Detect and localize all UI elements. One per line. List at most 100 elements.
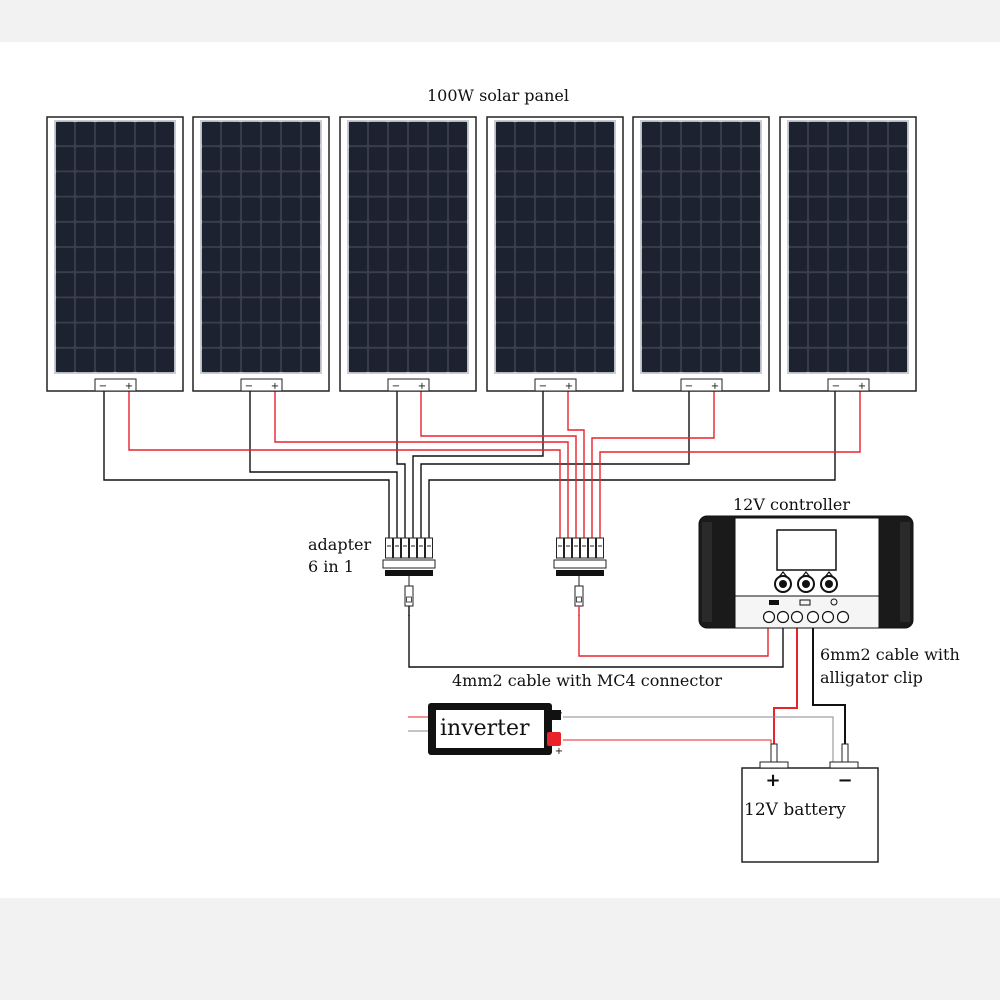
- controller-terminal-6: [836, 610, 850, 624]
- panel-cell: [661, 247, 681, 272]
- junction-box: [240, 378, 283, 392]
- panel-cell: [495, 172, 515, 196]
- panel-cell: [241, 147, 261, 171]
- panel-cell: [368, 172, 388, 196]
- panels-title: 100W solar panel: [427, 86, 569, 105]
- controller-fin-right: [900, 522, 910, 622]
- panel-cell: [888, 273, 908, 297]
- panel-cell: [368, 121, 388, 146]
- panel-cell: [535, 121, 555, 146]
- panel-cell: [281, 247, 301, 272]
- battery-negative-cable: [812, 627, 846, 745]
- panel-cell: [595, 348, 615, 373]
- panel-cell: [201, 121, 221, 146]
- panel-cell: [681, 348, 701, 373]
- inverter: [428, 703, 561, 755]
- controller-title: 12V controller: [733, 495, 850, 514]
- panel-cell: [201, 273, 221, 297]
- panel-cell: [281, 273, 301, 297]
- panel-cell: [301, 273, 321, 297]
- panel-cell: [681, 273, 701, 297]
- panel-cell: [55, 247, 75, 272]
- panel-cell: [155, 273, 175, 297]
- panel-cell: [828, 323, 848, 347]
- panel-cell: [261, 298, 281, 322]
- panel-cell: [115, 121, 135, 146]
- panel-cell: [661, 298, 681, 322]
- adapter-plug-1: [556, 537, 564, 559]
- panel-cell: [55, 298, 75, 322]
- panel-cell: [495, 348, 515, 373]
- panel-cell: [641, 323, 661, 347]
- panel-cell: [135, 222, 155, 247]
- panel-cell: [808, 172, 828, 196]
- adapter-plug-4: [580, 537, 588, 559]
- panel-cell: [721, 273, 741, 297]
- panel-glass: [494, 120, 616, 374]
- panel-cell: [888, 348, 908, 373]
- panel-cell: [221, 247, 241, 272]
- panel-glass: [347, 120, 469, 374]
- adapter-plug-3: [572, 537, 580, 559]
- panel-cell: [221, 348, 241, 373]
- panel-cell: [495, 147, 515, 171]
- panel-cell: [201, 348, 221, 373]
- panel-cell: [741, 298, 761, 322]
- junction-box: [827, 378, 870, 392]
- negative-wire-4: [412, 391, 544, 538]
- panel-cell: [428, 348, 448, 373]
- panel-cell: [721, 172, 741, 196]
- panel-cell: [828, 247, 848, 272]
- panel-cell: [555, 273, 575, 297]
- panel-cell: [888, 147, 908, 171]
- panel-cell: [661, 172, 681, 196]
- panel-cell: [661, 197, 681, 221]
- panel-cell: [495, 323, 515, 347]
- panel-icon: [769, 600, 779, 605]
- panel-cell: [848, 121, 868, 146]
- adapter-body: [553, 559, 607, 569]
- panel-cell: [721, 222, 741, 247]
- battery-neg-sign: −: [837, 770, 852, 791]
- battery-negative-post: [829, 761, 859, 769]
- controller-terminal-3: [790, 610, 804, 624]
- panel-cell: [848, 172, 868, 196]
- panel-cell: [741, 323, 761, 347]
- panel-cell: [115, 323, 135, 347]
- panel-cell: [448, 172, 468, 196]
- panel-cell: [721, 298, 741, 322]
- adapter-mc4-detail: [576, 596, 582, 603]
- panel-cell: [221, 323, 241, 347]
- panel-cell: [681, 121, 701, 146]
- panel-cells: [201, 121, 321, 373]
- panel-cell: [388, 147, 408, 171]
- junction-neg-sign: −: [685, 381, 693, 392]
- adapter-plug-6: [425, 537, 433, 559]
- panel-cell: [661, 121, 681, 146]
- panel-cell: [408, 222, 428, 247]
- panel-cell: [808, 147, 828, 171]
- junction-box: [94, 378, 137, 392]
- panel-cell: [808, 121, 828, 146]
- panel-cell: [428, 298, 448, 322]
- panel-cell: [515, 298, 535, 322]
- panel-cell: [428, 247, 448, 272]
- panel-cell: [701, 323, 721, 347]
- panel-cell: [201, 298, 221, 322]
- panel-cell: [661, 147, 681, 171]
- panel-cell: [388, 172, 408, 196]
- controller-indicator-core: [779, 580, 787, 588]
- panel-glass: [200, 120, 322, 374]
- panel-cell: [281, 197, 301, 221]
- panel-cell: [201, 172, 221, 196]
- panel-cell: [155, 147, 175, 171]
- panel-cell: [348, 197, 368, 221]
- panel-cell: [721, 147, 741, 171]
- controller-terminal-4: [806, 610, 820, 624]
- panel-cell: [788, 147, 808, 171]
- panel-cell: [535, 323, 555, 347]
- panel-cell: [135, 348, 155, 373]
- panel-cell: [75, 273, 95, 297]
- panel-cell: [595, 298, 615, 322]
- bottom-band: [0, 898, 1000, 1000]
